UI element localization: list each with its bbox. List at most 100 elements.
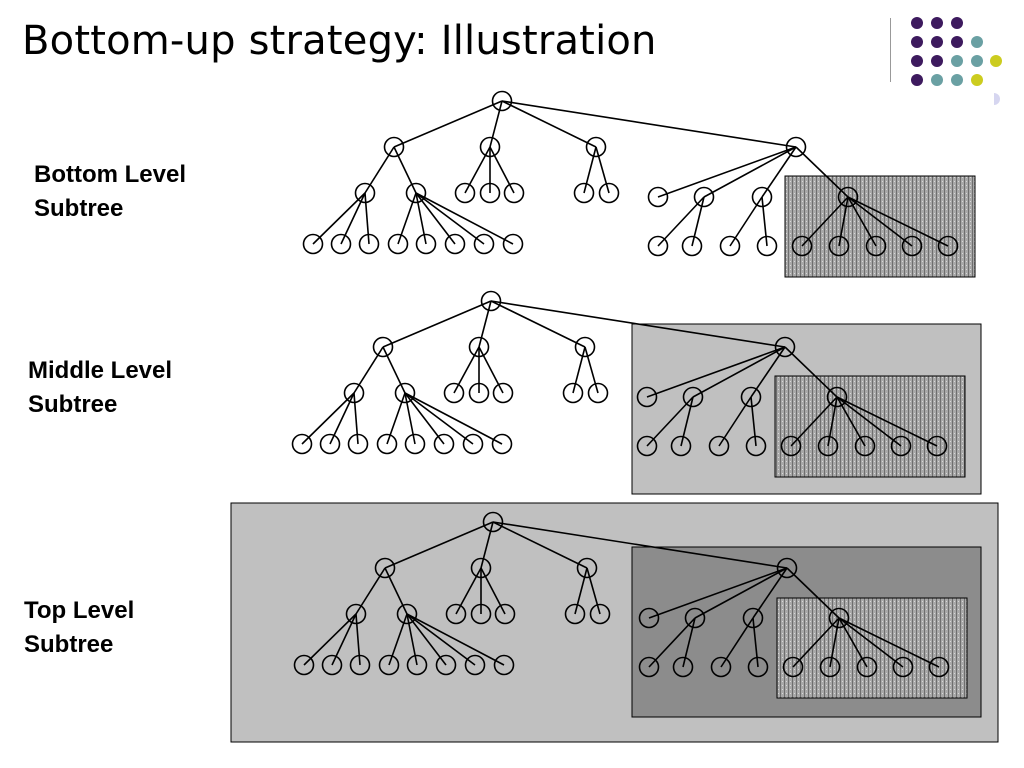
tree-node bbox=[394, 382, 416, 404]
tree-node bbox=[433, 433, 455, 455]
tree-node bbox=[358, 233, 380, 255]
tree-edge bbox=[382, 346, 406, 394]
tree-node bbox=[347, 433, 369, 455]
tree-edge bbox=[301, 392, 355, 445]
tree-edge bbox=[393, 146, 417, 194]
tree-edge bbox=[801, 196, 849, 247]
tree-node bbox=[589, 603, 611, 625]
tree-edge bbox=[404, 392, 474, 445]
tree-edge bbox=[406, 613, 476, 666]
tree-edge bbox=[312, 192, 366, 245]
tree-node bbox=[710, 656, 732, 678]
tree-node bbox=[817, 435, 839, 457]
tree-node bbox=[354, 182, 376, 204]
tree-node bbox=[708, 435, 730, 457]
tree-edge bbox=[329, 392, 355, 445]
tree-edge bbox=[691, 196, 705, 247]
tree-edge bbox=[489, 100, 503, 148]
tree-edge bbox=[838, 196, 849, 247]
tree-node bbox=[890, 435, 912, 457]
tree-edge bbox=[657, 146, 797, 198]
tree-top-level bbox=[293, 511, 950, 678]
tree-edge bbox=[827, 396, 838, 447]
tree-node bbox=[576, 557, 598, 579]
tree-edge bbox=[501, 100, 797, 148]
tree-node bbox=[444, 233, 466, 255]
tree-edge bbox=[415, 192, 427, 245]
tree-node bbox=[681, 235, 703, 257]
tree-edge bbox=[406, 613, 447, 666]
tree-edge bbox=[583, 146, 597, 194]
label-top-level-subtree: Top Level Subtree bbox=[24, 597, 135, 658]
tree-edge bbox=[406, 613, 505, 666]
box-bottom-level bbox=[784, 175, 976, 278]
tree-node bbox=[349, 654, 371, 676]
tree-bottom-level bbox=[302, 90, 959, 257]
dot-grid bbox=[911, 17, 1002, 105]
tree-node bbox=[462, 433, 484, 455]
tree-node bbox=[319, 433, 341, 455]
tree-edge bbox=[415, 192, 456, 245]
tree-node bbox=[293, 654, 315, 676]
tree-edge bbox=[478, 346, 504, 394]
tree-edge bbox=[386, 392, 406, 445]
tree-edge bbox=[584, 346, 599, 394]
tree-node bbox=[928, 656, 950, 678]
tree-edge bbox=[480, 521, 494, 569]
tree-node bbox=[837, 186, 859, 208]
tree-edge bbox=[847, 196, 913, 247]
tree-edge bbox=[501, 100, 597, 148]
tree-node bbox=[684, 607, 706, 629]
tree-node bbox=[482, 511, 504, 533]
tree-edge bbox=[453, 346, 480, 394]
tree-edge bbox=[364, 192, 370, 245]
tree-edge bbox=[404, 392, 416, 445]
tree-node bbox=[302, 233, 324, 255]
tree-node bbox=[573, 182, 595, 204]
slide-title: Bottom-up strategy: Illustration bbox=[22, 18, 657, 64]
tree-edge bbox=[353, 392, 359, 445]
tree-node bbox=[791, 235, 813, 257]
tree-edge bbox=[703, 146, 797, 198]
tree-edge bbox=[694, 567, 788, 619]
tree-node bbox=[470, 603, 492, 625]
tree-node bbox=[745, 435, 767, 457]
tree-node bbox=[598, 182, 620, 204]
tree-edge bbox=[492, 521, 788, 569]
tree-node bbox=[405, 182, 427, 204]
tree-node bbox=[445, 603, 467, 625]
tree-edge bbox=[790, 396, 838, 447]
tree-node bbox=[638, 656, 660, 678]
tree-edge bbox=[355, 613, 361, 666]
tree-node bbox=[396, 603, 418, 625]
tree-node bbox=[785, 136, 807, 158]
tree-node bbox=[470, 557, 492, 579]
tree-node bbox=[719, 235, 741, 257]
tree-node bbox=[480, 290, 502, 312]
tree-edge bbox=[838, 617, 940, 668]
tree-node bbox=[479, 136, 501, 158]
tree-edge bbox=[480, 567, 506, 615]
tree-edge bbox=[792, 617, 840, 668]
tree-node bbox=[345, 603, 367, 625]
tree-edge bbox=[682, 617, 696, 668]
tree-node bbox=[937, 235, 959, 257]
tree-edge bbox=[836, 396, 938, 447]
tree-node bbox=[740, 386, 762, 408]
tree-node bbox=[387, 233, 409, 255]
tree-node bbox=[856, 656, 878, 678]
highlight-boxes bbox=[230, 175, 999, 743]
tree-edge bbox=[795, 146, 849, 198]
tree-node bbox=[647, 186, 669, 208]
tree-node bbox=[330, 233, 352, 255]
tree-node bbox=[406, 654, 428, 676]
tree-node bbox=[378, 654, 400, 676]
tree-node bbox=[747, 656, 769, 678]
tree-edge bbox=[404, 392, 445, 445]
tree-edge bbox=[382, 300, 492, 348]
tree-edge bbox=[646, 346, 786, 398]
tree-node bbox=[562, 382, 584, 404]
tree-node bbox=[782, 656, 804, 678]
tree-node bbox=[670, 435, 692, 457]
tree-node bbox=[473, 233, 495, 255]
